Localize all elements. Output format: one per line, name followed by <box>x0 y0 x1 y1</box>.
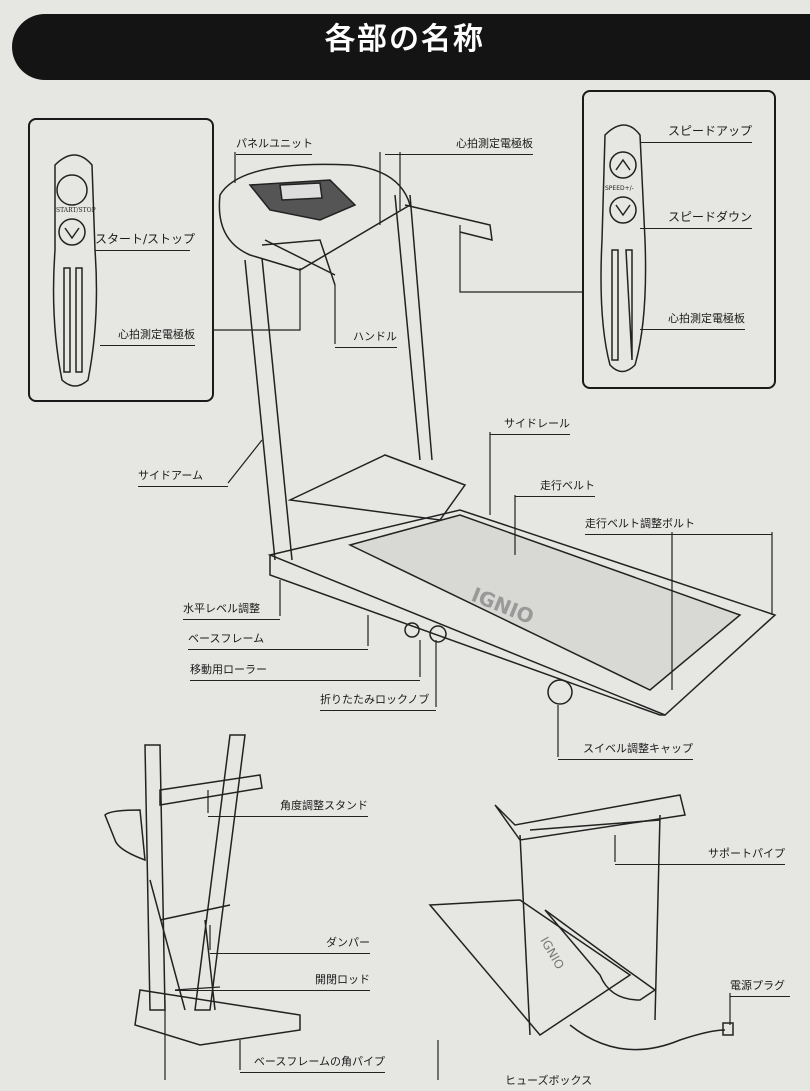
speed-logo: SPEED+/- <box>605 185 634 192</box>
label-hr-sensor-top: 心拍測定電極板 <box>385 135 533 155</box>
label-base-frame-pipe: ベースフレームの角パイプ <box>240 1053 385 1073</box>
label-start-stop: スタート/ストップ <box>95 230 195 251</box>
label-fuse-box: ヒューズボックス <box>505 1074 593 1087</box>
page-title: 各部の名称 <box>325 22 485 57</box>
folded-rear-view-drawing: IGNIO <box>428 794 734 1051</box>
label-belt-adjust-bolt: 走行ベルト調整ボルト <box>585 515 772 535</box>
label-open-rod: 開閉ロッド <box>175 971 370 991</box>
right-grip-inset <box>582 90 776 389</box>
right-grip-drawing: SPEED+/- <box>600 124 647 373</box>
label-base-frame: ベースフレーム <box>188 630 368 650</box>
title-bar <box>12 14 810 80</box>
label-handle: ハンドル <box>335 328 397 348</box>
svg-text:IGNIO: IGNIO <box>537 935 567 972</box>
start-stop-logo: START/STOP <box>56 207 96 214</box>
left-grip-inset <box>28 118 214 402</box>
leader-lines <box>164 152 773 1080</box>
label-side-arm: サイドアーム <box>138 467 228 487</box>
folded-treadmill-drawing <box>104 734 301 1046</box>
label-hr-sensor-left: 心拍測定電極板 <box>100 326 195 346</box>
label-fold-lock-knob: 折りたたみロックノブ <box>320 691 436 711</box>
label-power-plug: 電源プラグ <box>730 977 790 997</box>
label-hr-sensor-right: 心拍測定電極板 <box>640 310 745 330</box>
left-grip-drawing: START/STOP <box>52 154 98 387</box>
label-panel-unit: パネルユニット <box>236 135 313 155</box>
label-damper: ダンパー <box>210 934 370 954</box>
label-side-rail: サイドレール <box>490 415 570 435</box>
label-speed-up: スピードアップ <box>640 122 752 143</box>
label-level-adjust: 水平レベル調整 <box>183 600 280 620</box>
label-roller: 移動用ローラー <box>190 661 420 681</box>
label-angle-stand: 角度調整スタンド <box>208 797 368 817</box>
label-running-belt: 走行ベルト <box>515 477 595 497</box>
label-speed-down: スピードダウン <box>640 208 752 229</box>
main-treadmill-drawing: IGNIO <box>218 163 777 716</box>
label-support-pipe: サポートパイプ <box>615 845 785 865</box>
label-swivel-cap: スイベル調整キャップ <box>558 740 693 760</box>
